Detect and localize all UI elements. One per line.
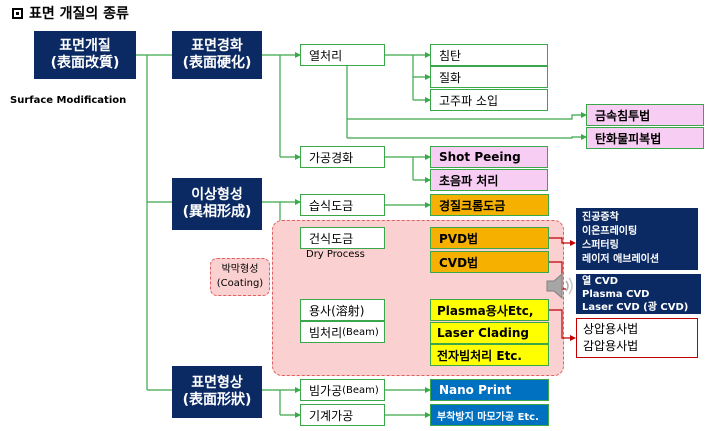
tech-laser-clading: Laser Clading — [430, 322, 549, 344]
method-wet: 습식도금 — [300, 194, 385, 216]
coating-label: 박막형성 (Coating) — [210, 258, 270, 296]
tech-ultrasonic: 초음파 처리 — [430, 169, 548, 191]
shape-line2: (表面形狀) — [182, 392, 252, 408]
method-beam-machining-label: 빔가공 — [309, 383, 343, 398]
method-work: 가공경화 — [300, 146, 385, 168]
coating-line2: (Coating) — [216, 278, 264, 289]
spray-details: 상압용사법 감압용사법 — [576, 318, 698, 358]
method-beam-machining: 빔가공(Beam) — [300, 379, 385, 401]
method-beam: 빔처리(Beam) — [300, 321, 385, 343]
pvd-detail-2: 이온프레이팅 — [582, 226, 638, 237]
tech-hard-chrome: 경질크롬도금 — [430, 194, 549, 216]
square-bullet-icon — [12, 8, 23, 19]
tech-nano-print: Nano Print — [430, 379, 549, 401]
spray-detail-1: 상압용사법 — [583, 322, 639, 336]
tech-shot-peening: Shot Peeing — [430, 146, 548, 168]
tech-cvd: CVD법 — [430, 251, 549, 273]
method-beam-label: 빔처리 — [309, 325, 343, 340]
method-spray: 용사(溶射) — [300, 299, 385, 321]
pvd-detail-4: 레이저 애브레이션 — [582, 254, 660, 265]
pvd-detail-1: 진공증착 — [582, 212, 619, 223]
category-heterophase: 이상형성 (異相形成) — [172, 178, 262, 230]
category-shape: 표면형상 (表面形狀) — [172, 366, 262, 418]
method-beam-machining-sub: (Beam) — [342, 384, 379, 396]
tech-nitriding: 질화 — [430, 66, 548, 88]
tech-pvd: PVD법 — [430, 227, 549, 249]
cvd-detail-3: Laser CVD (광 CVD) — [582, 301, 689, 313]
hardening-line2: (表面硬化) — [182, 55, 252, 71]
tech-metal-diffusion: 금속침투법 — [586, 104, 704, 126]
shape-line1: 표면형상 — [191, 374, 243, 391]
tech-hf-quench: 고주파 소입 — [430, 89, 548, 111]
tech-plasma-spray: Plasma용사Etc, — [430, 299, 549, 321]
tech-ebeam: 전자빔처리 Etc. — [430, 344, 549, 366]
cvd-detail-1: 열 CVD — [582, 275, 619, 287]
page-title: 표면 개질의 종류 — [12, 3, 129, 23]
tech-carbide-coating: 탄화물피복법 — [586, 127, 704, 149]
method-beam-sub: (Beam) — [342, 326, 379, 338]
heterophase-line2: (異相形成) — [182, 204, 252, 220]
speaker-icon[interactable] — [544, 272, 578, 300]
tech-carburizing: 침탄 — [430, 44, 548, 66]
spray-detail-2: 감압용사법 — [583, 339, 639, 353]
hardening-line1: 표면경화 — [191, 37, 243, 54]
root-line2: (表面改質) — [50, 55, 120, 71]
category-hardening: 표면경화 (表面硬化) — [172, 31, 262, 79]
method-dry: 건식도금 — [300, 227, 385, 249]
pvd-detail-3: 스퍼터링 — [582, 240, 619, 251]
method-dry-wrap: 건식도금 — [300, 227, 385, 249]
pvd-details: 진공증착 이온프레이팅 스퍼터링 레이저 애브레이션 — [576, 208, 698, 270]
heterophase-line1: 이상형성 — [191, 186, 243, 203]
method-dry-sub: Dry Process — [306, 249, 365, 260]
method-mechanical: 기계가공 — [300, 404, 385, 426]
title-text: 표면 개질의 종류 — [29, 6, 129, 22]
cvd-detail-2: Plasma CVD — [582, 288, 650, 300]
coating-line1: 박막형성 — [221, 264, 259, 275]
root-caption: Surface Modification — [10, 95, 127, 106]
cvd-details: 열 CVD Plasma CVD Laser CVD (광 CVD) — [576, 274, 701, 314]
method-heat: 열처리 — [300, 44, 385, 66]
tech-anti-fouling: 부착방지 마모가공 Etc. — [430, 404, 549, 426]
root-line1: 표면개질 — [59, 37, 111, 54]
root-box: 표면개질 (表面改質) — [34, 31, 136, 79]
